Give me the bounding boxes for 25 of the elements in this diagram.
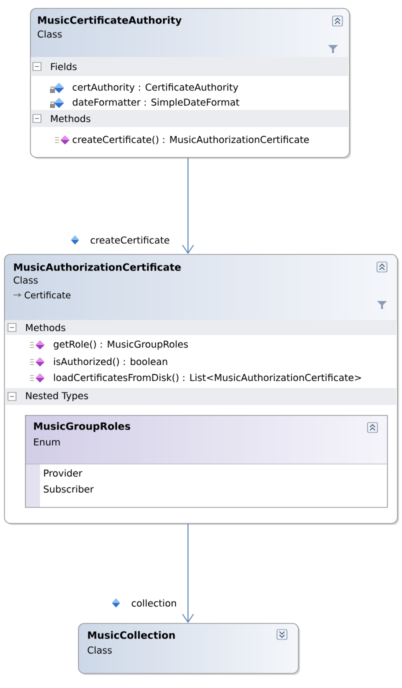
arrow (182, 523, 194, 623)
section-header: Fields (30, 57, 348, 76)
arrow (182, 157, 194, 254)
type-label: Class (38, 30, 62, 38)
field-entry: dateFormatter : SimpleDateFormat (72, 98, 240, 108)
base-type-label: Certificate (24, 292, 70, 298)
type-label: Class (88, 646, 112, 654)
type-label: Enum (34, 438, 60, 446)
type-name: MusicCollection (88, 631, 175, 639)
type-label: Class (14, 276, 38, 284)
method-entry: createCertificate() : MusicAuthorizationCertificate (72, 136, 309, 144)
method-entry: getRole() : MusicGroupRoles (54, 340, 188, 350)
enum-value: Subscriber (44, 485, 94, 493)
method-entry: loadCertificatesFromDisk() : List<MusicAuthorizationCertificate> (54, 374, 361, 382)
section-header: Nested Types (4, 388, 396, 405)
type-name: MusicAuthorizationCertificate (14, 263, 181, 271)
edge-label: createCertificate (89, 235, 171, 245)
type-name: MusicCertificateAuthority (38, 16, 182, 26)
enum-value: Provider (44, 469, 82, 477)
section-header: Methods (30, 110, 348, 127)
type-name: MusicGroupRoles (34, 422, 130, 432)
section-header: Methods (4, 320, 396, 335)
field-entry: certAuthority : CertificateAuthority (72, 83, 238, 93)
method-entry: isAuthorized() : boolean (54, 358, 168, 366)
edge-label: collection (130, 598, 178, 608)
